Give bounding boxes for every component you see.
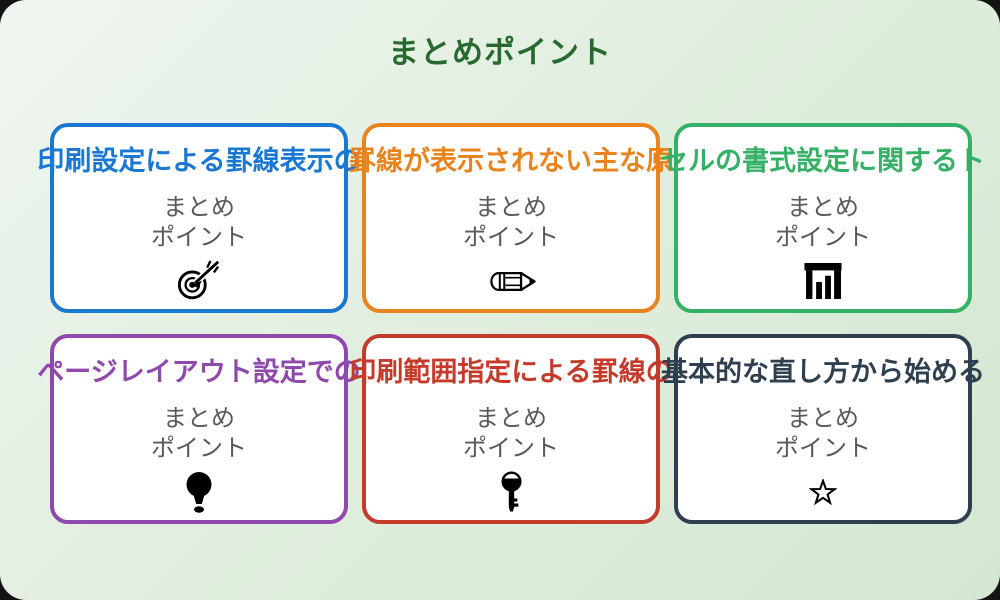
key-icon: [500, 471, 522, 512]
card-subtitle-line2: ポイント: [463, 435, 559, 462]
card-subtitle: まとめ ポイント: [463, 193, 559, 253]
card-subtitle-line2: ポイント: [151, 224, 247, 251]
card-icon-box: [500, 469, 523, 515]
summary-card: 罫線が表示されない主な原 まとめ ポイント: [349, 123, 673, 313]
card-icon-box: [483, 258, 539, 304]
card-subtitle-line2: ポイント: [151, 435, 247, 462]
card-title: 印刷設定による罫線表示の: [37, 146, 361, 176]
card-subtitle-line2: ポイント: [775, 224, 871, 251]
card-subtitle-line1: まとめ: [475, 194, 547, 221]
summary-card: 印刷設定による罫線表示の まとめ ポイント: [37, 123, 361, 313]
card-icon-box: [809, 469, 837, 515]
card-title: 罫線が表示されない主な原: [349, 146, 673, 176]
summary-card: ページレイアウト設定での まとめ ポイント: [37, 334, 361, 524]
card-subtitle-line1: まとめ: [163, 405, 235, 432]
summary-card: セルの書式設定に関するト まとめ ポイント: [661, 123, 985, 313]
star-icon: [809, 478, 837, 505]
card-subtitle-line1: まとめ: [787, 405, 859, 432]
card-subtitle: まとめ ポイント: [151, 404, 247, 464]
card-subtitle-line1: まとめ: [163, 194, 235, 221]
summary-card: 基本的な直し方から始める まとめ ポイント: [661, 334, 985, 524]
card-subtitle-line2: ポイント: [775, 435, 871, 462]
card-icon-box: [803, 258, 843, 304]
card-title: 基本的な直し方から始める: [661, 357, 985, 387]
lightbulb-icon: [186, 471, 212, 513]
card-title: セルの書式設定に関するト: [661, 146, 985, 176]
card-subtitle-line1: まとめ: [787, 194, 859, 221]
card-subtitle-line1: まとめ: [475, 405, 547, 432]
card-subtitle: まとめ ポイント: [151, 193, 247, 253]
cards-grid: 印刷設定による罫線表示の まとめ ポイント 罫線が表示さ: [37, 123, 985, 524]
card-icon-box: [184, 469, 214, 515]
card-icon-box: [176, 258, 222, 304]
card-title: 印刷範囲指定による罫線の: [349, 357, 673, 387]
card-title: ページレイアウト設定での: [37, 357, 361, 387]
card-subtitle: まとめ ポイント: [775, 193, 871, 253]
target-icon: [177, 259, 221, 300]
page-title: まとめポイント: [388, 35, 612, 70]
card-subtitle: まとめ ポイント: [463, 404, 559, 464]
summary-card: 印刷範囲指定による罫線の まとめ ポイント: [349, 334, 673, 524]
card-subtitle-line2: ポイント: [463, 224, 559, 251]
pencil-icon: [490, 271, 536, 291]
building-columns-icon: [804, 263, 842, 299]
card-subtitle: まとめ ポイント: [775, 404, 871, 464]
